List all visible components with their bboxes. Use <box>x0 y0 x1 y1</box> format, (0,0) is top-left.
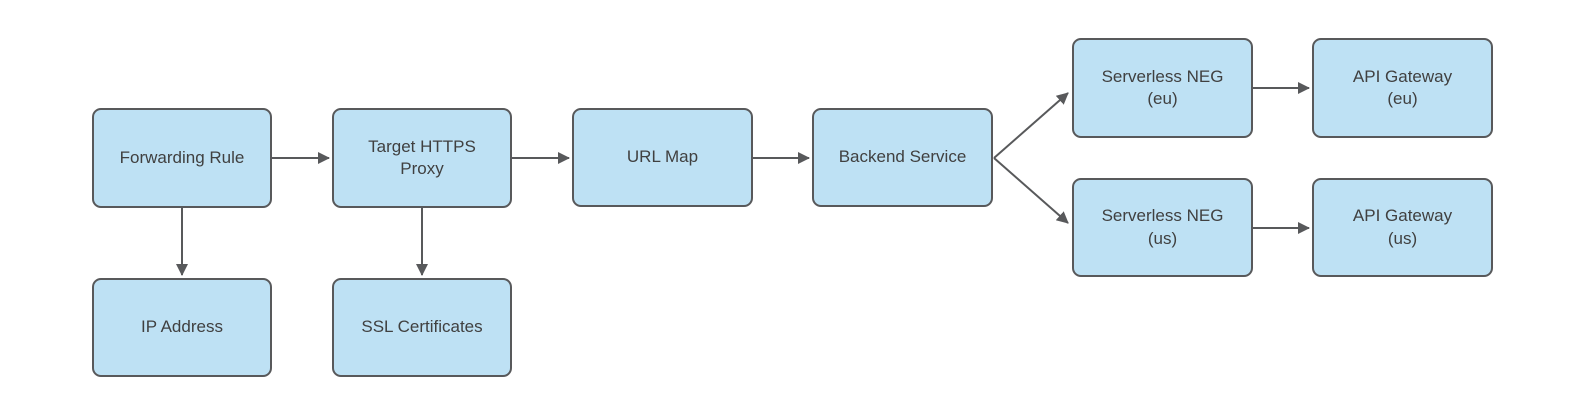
node-label: Backend Service <box>838 147 967 167</box>
node-label: URL Map <box>626 147 699 167</box>
edge-backend-service-to-serverless-neg-us <box>993 157 1069 224</box>
node-label: Forwarding Rule <box>119 147 245 167</box>
node-api-gateway-us: API Gateway (us) <box>1312 178 1493 277</box>
node-label: Serverless NEG (eu) <box>1101 66 1224 108</box>
node-target-https-proxy: Target HTTPS Proxy <box>332 108 512 208</box>
node-backend-service: Backend Service <box>812 108 993 207</box>
node-label: Serverless NEG (us) <box>1101 206 1224 248</box>
node-label: Target HTTPS Proxy <box>368 136 476 178</box>
node-url-map: URL Map <box>572 108 753 207</box>
node-label: SSL Certificates <box>361 317 483 337</box>
node-ssl-certificates: SSL Certificates <box>332 278 512 377</box>
node-label: IP Address <box>141 317 223 337</box>
node-serverless-neg-eu: Serverless NEG (eu) <box>1072 38 1253 138</box>
node-forwarding-rule: Forwarding Rule <box>92 108 272 208</box>
node-label: API Gateway (us) <box>1352 206 1453 248</box>
node-serverless-neg-us: Serverless NEG (us) <box>1072 178 1253 277</box>
node-label: API Gateway (eu) <box>1352 66 1453 108</box>
edge-backend-service-to-serverless-neg-eu <box>993 92 1069 159</box>
node-api-gateway-eu: API Gateway (eu) <box>1312 38 1493 138</box>
node-ip-address: IP Address <box>92 278 272 377</box>
